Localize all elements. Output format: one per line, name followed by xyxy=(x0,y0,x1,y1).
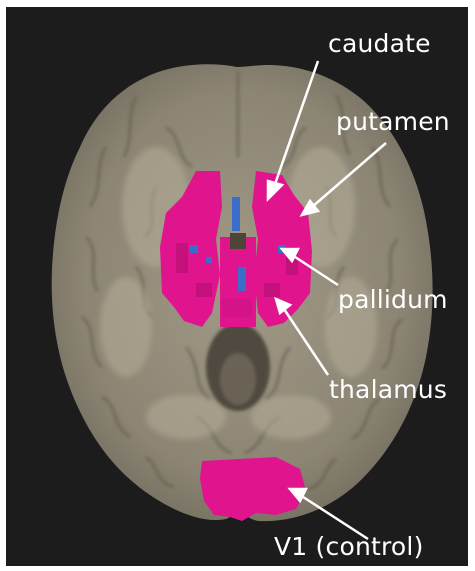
brain-mri-panel: caudate putamen pallidum thalamus V1 (co… xyxy=(6,7,468,566)
putamen-label: putamen xyxy=(336,109,450,134)
thalamus-label: thalamus xyxy=(329,377,447,402)
pallidum-label: pallidum xyxy=(338,287,448,312)
caudate-label: caudate xyxy=(328,31,431,56)
v1-control-label: V1 (control) xyxy=(274,534,424,559)
